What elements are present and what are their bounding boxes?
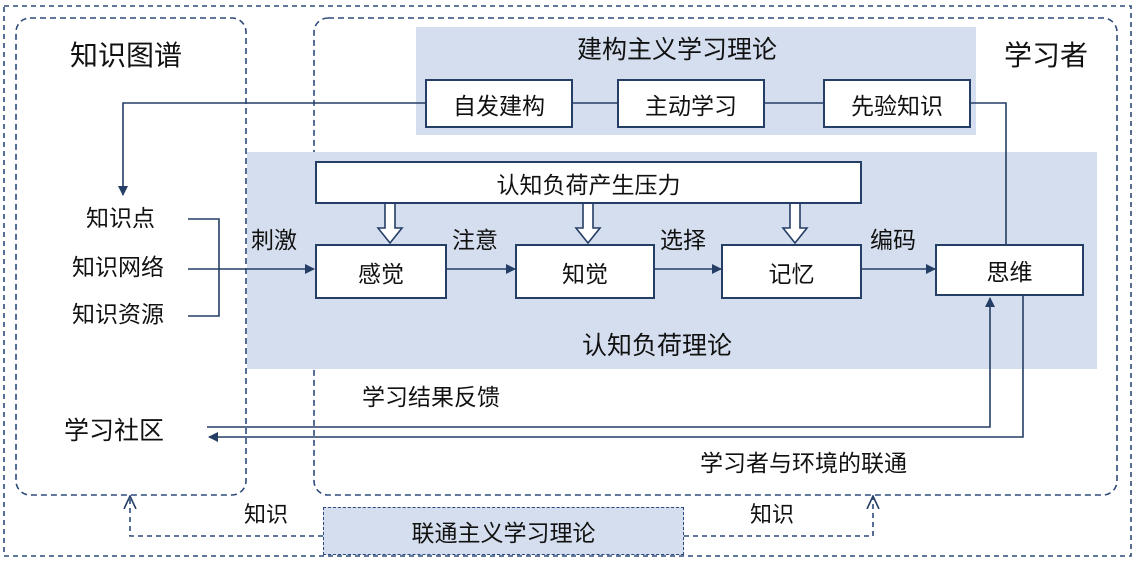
pressure-arrow-perception xyxy=(574,202,602,245)
label-selection: 选择 xyxy=(660,228,706,254)
outer-dashed-frame xyxy=(3,5,1132,557)
box-sensation: 感觉 xyxy=(315,244,447,299)
box-perception: 知觉 xyxy=(515,244,655,299)
box-zifa-jiangou: 自发建构 xyxy=(425,79,573,128)
box-connectivism: 联通主义学习理论 xyxy=(323,507,684,555)
knowledge-graph-title: 知识图谱 xyxy=(70,39,183,72)
knowledge-network: 知识网络 xyxy=(72,255,164,281)
box-cognitive-pressure: 认知负荷产生压力 xyxy=(315,161,862,204)
connector-xianyan-siwei xyxy=(970,102,1007,246)
label-knowledge-left: 知识 xyxy=(244,503,289,528)
box-thinking: 思维 xyxy=(935,244,1084,296)
pressure-arrow-memory xyxy=(781,202,809,245)
arrow-zifa-to-knowledge-points xyxy=(118,102,425,196)
environment-link-label: 学习者与环境的联通 xyxy=(700,451,907,477)
dashed-arrow-to-knowledge-graph xyxy=(130,496,323,537)
label-stimulus: 刺激 xyxy=(251,228,297,254)
knowledge-bracket xyxy=(188,218,220,317)
learner-container xyxy=(313,17,1118,496)
box-zhudong-xuexi: 主动学习 xyxy=(617,79,765,128)
knowledge-resource: 知识资源 xyxy=(72,302,164,328)
learning-community: 学习社区 xyxy=(64,416,165,445)
arrow-siwei-to-community xyxy=(208,296,1024,442)
box-xianyan-zhishi: 先验知识 xyxy=(823,79,971,128)
learner-title: 学习者 xyxy=(1004,39,1089,72)
constructivism-title: 建构主义学习理论 xyxy=(577,35,778,64)
feedback-label: 学习结果反馈 xyxy=(362,385,500,411)
box-memory: 记忆 xyxy=(721,244,862,299)
pressure-arrow-sensation xyxy=(376,202,404,245)
label-knowledge-right: 知识 xyxy=(750,503,795,528)
dashed-arrow-to-learner xyxy=(684,496,873,537)
label-attention: 注意 xyxy=(452,228,498,254)
cognitive-load-title: 认知负荷理论 xyxy=(582,331,733,360)
label-encoding: 编码 xyxy=(870,228,916,254)
knowledge-point: 知识点 xyxy=(86,206,155,232)
arrow-feedback-to-siwei xyxy=(207,297,995,428)
